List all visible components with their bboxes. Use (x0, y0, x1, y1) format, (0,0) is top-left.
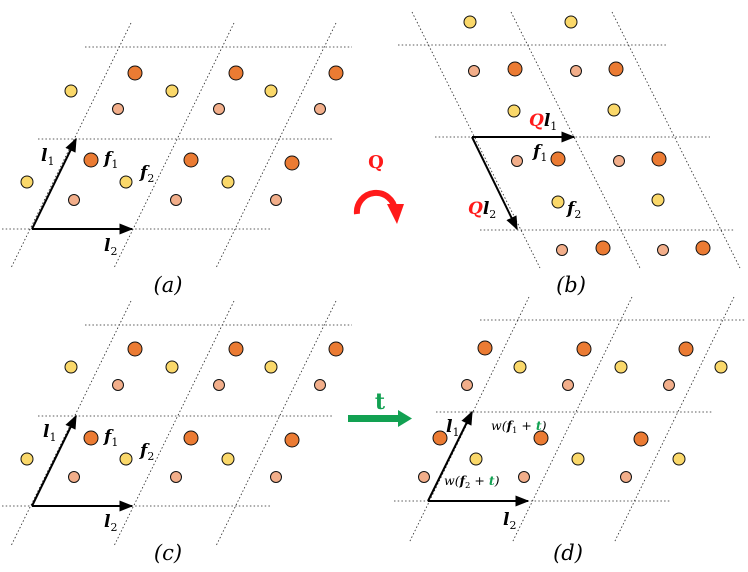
panel-a-label-f2: f2 (139, 163, 154, 185)
panel-d-caption: (d) (553, 541, 583, 565)
panel-a-label-f1: f1 (103, 149, 118, 171)
panel-c-caption: (c) (154, 541, 182, 565)
panel-c-label-l2: l2 (104, 512, 117, 534)
panel-a-grid (2, 22, 352, 269)
panel-b-caption: (b) (556, 273, 586, 297)
rotation-operator-label: Q (368, 152, 384, 173)
panel-c: l1 l2 f1 f2 (c) (2, 300, 352, 565)
panel-a-atoms (20, 65, 344, 206)
panel-c-atoms (20, 341, 344, 483)
panel-d-label-l1: l1 (446, 417, 459, 439)
panel-d-vector-l1 (427, 410, 473, 502)
rotation-operator: Q (353, 152, 404, 224)
panel-a-vector-l1 (31, 137, 77, 230)
panel-c-grid (2, 300, 352, 547)
rotation-arrow-icon (353, 189, 404, 224)
panel-b-vector-Ql2 (471, 136, 518, 231)
translation-arrow-icon (348, 410, 412, 427)
panel-d-label-w-f2-t: w(f2 + t) (444, 473, 500, 491)
panel-d-label-l2: l2 (503, 510, 516, 532)
panel-a-label-l1: l1 (41, 146, 54, 168)
panel-d: l1 l2 w(f1 + t) w(f2 + t) (d) (394, 296, 746, 565)
panel-d-grid (394, 296, 746, 544)
panel-a: l1 l2 f1 f2 (a) (2, 22, 352, 297)
panel-c-label-l1: l1 (43, 422, 56, 444)
translation-operator: t (348, 389, 412, 427)
panel-d-label-w-f1-t: w(f1 + t) (491, 418, 547, 436)
panel-c-vector-l1 (31, 414, 77, 507)
panel-b-label-Ql1: Ql1 (529, 111, 557, 133)
translation-operator-label: t (375, 389, 386, 415)
panel-a-label-l2: l2 (104, 236, 117, 258)
panel-b-grid (398, 11, 741, 269)
panel-c-label-f1: f1 (103, 427, 118, 449)
panel-b-label-Ql2: Ql2 (468, 199, 496, 221)
panel-c-label-f2: f2 (139, 441, 154, 463)
panel-b: Ql1 Ql2 f1 f2 (b) (398, 11, 741, 297)
panel-b-label-f2: f2 (566, 199, 581, 221)
panel-b-atoms (463, 15, 711, 256)
panel-b-label-f1: f1 (532, 142, 547, 164)
panel-a-caption: (a) (154, 273, 183, 297)
panel-d-atoms (418, 340, 728, 483)
